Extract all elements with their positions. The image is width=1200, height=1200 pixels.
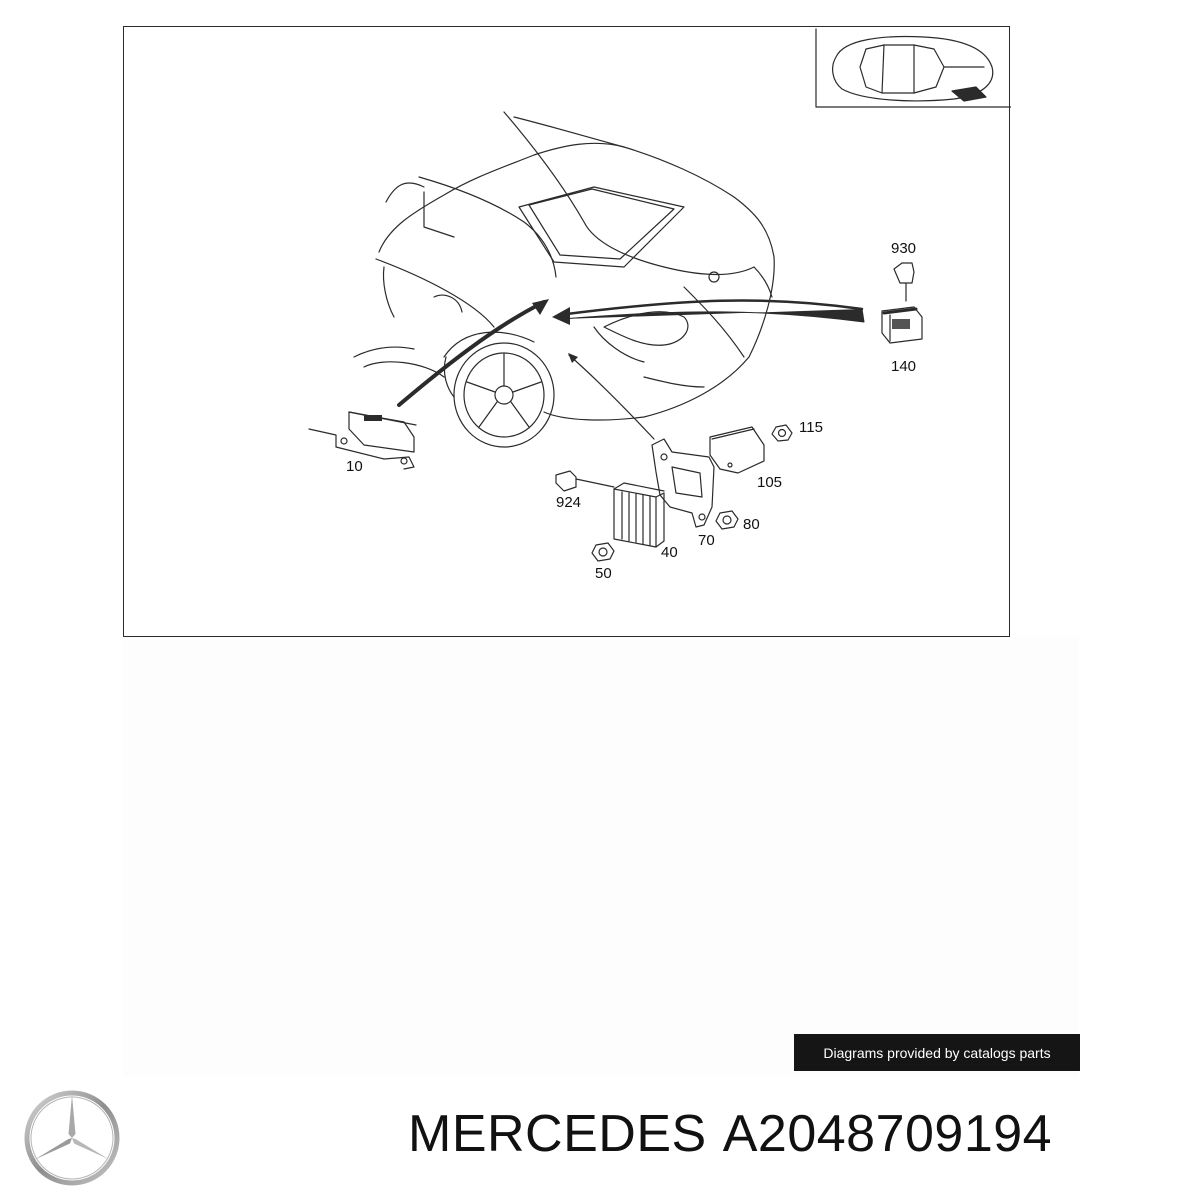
- pointer-arrows: [397, 299, 865, 440]
- locator-inset: [815, 28, 1011, 108]
- brand-name: MERCEDES: [408, 1105, 707, 1163]
- callout-80: 80: [743, 516, 760, 533]
- part-40-control-unit: [613, 482, 665, 548]
- part-10-bracket: [308, 411, 417, 470]
- callout-105: 105: [757, 474, 783, 491]
- callout-70: 70: [698, 532, 715, 549]
- diagram-drawing: [308, 28, 1011, 562]
- part-140-module: [881, 262, 923, 344]
- blank-area: [123, 637, 1078, 1077]
- part-80-nut: [715, 510, 739, 530]
- callout-930: 930: [891, 240, 917, 257]
- part-105-module: [709, 426, 765, 474]
- callout-10: 10: [346, 458, 363, 475]
- credit-badge: Diagrams provided by catalogs parts: [794, 1034, 1080, 1071]
- callout-50: 50: [595, 565, 612, 582]
- vehicle-rear-outline: [353, 111, 775, 421]
- parts-diagram: 930 140 115 105 10 924 80 70 40 50: [123, 26, 1011, 637]
- part-115-nut: [771, 424, 793, 442]
- callout-140: 140: [891, 358, 917, 375]
- callout-115: 115: [799, 419, 823, 436]
- part-50-nut: [591, 542, 615, 562]
- part-924-connector: [555, 470, 615, 492]
- rear-wheel: [443, 331, 555, 448]
- callout-40: 40: [661, 544, 678, 561]
- mercedes-star-icon: [24, 1090, 120, 1186]
- part-number: A2048709194: [722, 1105, 1053, 1163]
- part-70-bracket: [651, 438, 715, 528]
- callout-924: 924: [556, 494, 582, 511]
- brand-title: MERCEDES A2048709194: [408, 1108, 1052, 1160]
